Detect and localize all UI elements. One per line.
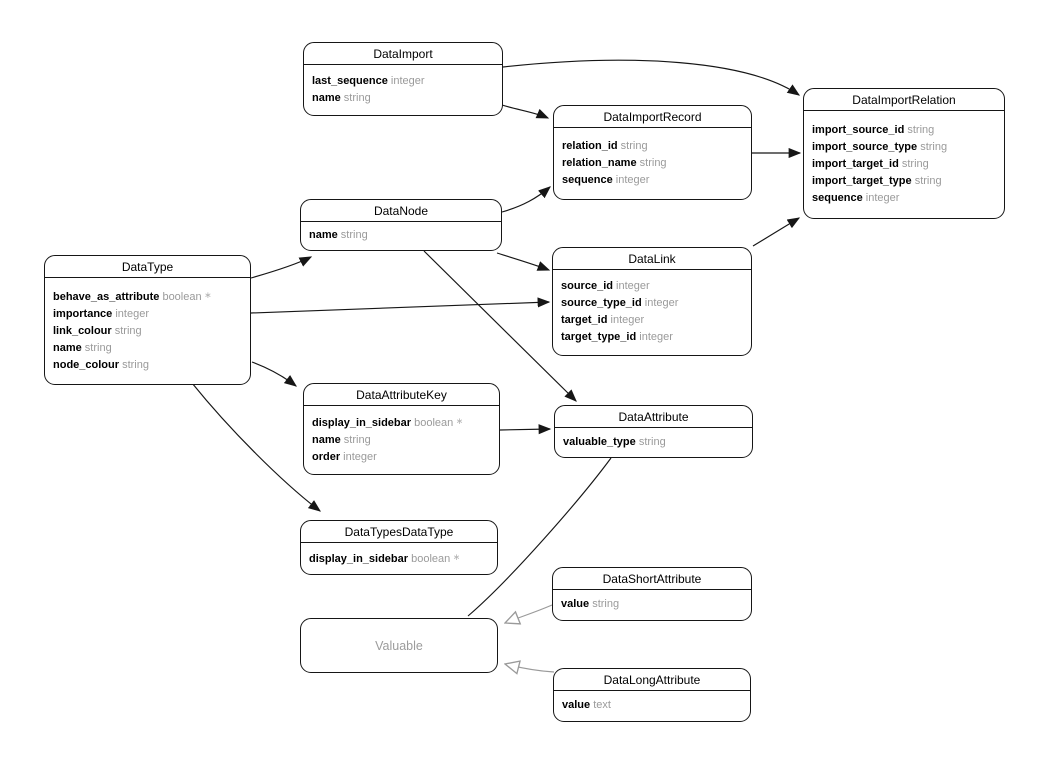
field-sequence: sequence integer: [812, 191, 900, 204]
entity-DataNode: DataNode name string: [300, 199, 502, 251]
field-source_type_id: source_type_id integer: [561, 297, 679, 309]
field-importance: importance integer: [53, 308, 149, 320]
field-import_target_type: import_target_type string: [812, 174, 942, 187]
edge-DataLink-to-DataImportRelation: [752, 217, 801, 247]
field-target_type_id: target_type_id integer: [561, 331, 673, 343]
entity-title-DataNode: DataNode: [301, 200, 501, 222]
entity-DataLink: DataLink source_id integer source_type_id …: [552, 247, 752, 356]
entity-title-DataLink: DataLink: [553, 248, 751, 270]
entity-DataTypesDataType: DataTypesDataType display_in_sidebar bool…: [300, 520, 498, 575]
field-target_id: target_id integer: [561, 314, 645, 326]
entity-fields: display_in_sidebar boolean ∗ name string o…: [304, 406, 499, 474]
edge-DataAttribute-to-Valuable: [467, 457, 612, 617]
entity-title-Valuable: Valuable: [375, 639, 423, 653]
field-import_source_id: import_source_id string: [812, 123, 935, 136]
entity-DataImport: DataImport last_sequence integer name stri…: [303, 42, 503, 116]
field-name: name string: [312, 91, 371, 104]
entity-title-DataAttribute: DataAttribute: [555, 406, 752, 428]
field-sequence: sequence integer: [562, 173, 650, 186]
field-display_in_sidebar: display_in_sidebar boolean ∗: [309, 551, 461, 565]
edge-DataNode-to-DataLink: [496, 252, 551, 271]
edge-DataType-to-DataTypesDataType: [191, 382, 322, 512]
field-value: value text: [562, 699, 611, 711]
field-name: name string: [312, 434, 371, 446]
edge-DataType-to-DataAttributeKey: [251, 361, 298, 387]
entity-fields: display_in_sidebar boolean ∗: [301, 543, 497, 574]
field-node_colour: node_colour string: [53, 359, 149, 371]
entity-title-DataShortAttribute: DataShortAttribute: [553, 568, 751, 590]
entity-fields: value text: [554, 691, 750, 721]
edge-DataImport-to-DataImportRelation: [502, 59, 801, 96]
entity-title-DataLongAttribute: DataLongAttribute: [554, 669, 750, 691]
entity-fields: relation_id string relation_name string se…: [554, 128, 751, 199]
field-value: value string: [561, 598, 620, 610]
field-relation_name: relation_name string: [562, 156, 667, 169]
entity-title-DataImportRecord: DataImportRecord: [554, 106, 751, 128]
edge-DataType-to-DataLink: [250, 297, 551, 314]
field-last_sequence: last_sequence integer: [312, 74, 425, 87]
entity-title-DataImportRelation: DataImportRelation: [804, 89, 1004, 111]
entity-DataType: DataType behave_as_attribute boolean ∗ imp…: [44, 255, 251, 385]
edge-DataNode-to-DataImportRecord: [501, 186, 551, 213]
edge-DataAttributeKey-to-DataAttribute: [499, 424, 552, 435]
entity-DataLongAttribute: DataLongAttribute value text: [553, 668, 751, 722]
entity-fields: behave_as_attribute boolean ∗ importance …: [45, 278, 250, 384]
entity-fields: valuable_type string: [555, 428, 752, 457]
edge-DataLongAttribute-to-Valuable: [505, 664, 555, 672]
field-name: name string: [309, 229, 368, 241]
entity-Valuable: Valuable: [300, 618, 498, 673]
entity-fields: source_id integer source_type_id integer t…: [553, 270, 751, 355]
field-relation_id: relation_id string: [562, 139, 648, 152]
edge-DataImport-to-DataImportRecord: [501, 104, 550, 119]
entity-fields: value string: [553, 590, 751, 620]
entity-title-DataAttributeKey: DataAttributeKey: [304, 384, 499, 406]
entity-title-DataImport: DataImport: [304, 43, 502, 65]
field-valuable_type: valuable_type string: [563, 435, 666, 448]
entity-fields: name string: [301, 222, 501, 250]
entity-fields: last_sequence integer name string: [304, 65, 502, 115]
field-import_source_type: import_source_type string: [812, 140, 948, 153]
field-source_id: source_id integer: [561, 280, 650, 292]
field-behave_as_attribute: behave_as_attribute boolean ∗: [53, 290, 212, 303]
entity-DataAttribute: DataAttribute valuable_type string: [554, 405, 753, 458]
field-display_in_sidebar: display_in_sidebar boolean ∗: [312, 416, 464, 429]
field-import_target_id: import_target_id string: [812, 157, 929, 170]
field-link_colour: link_colour string: [53, 325, 142, 337]
entity-title-DataType: DataType: [45, 256, 250, 278]
entity-fields: import_source_id string import_source_typ…: [804, 111, 1004, 218]
edge-DataNode-to-DataAttribute: [423, 250, 577, 402]
field-name: name string: [53, 342, 112, 354]
field-order: order integer: [312, 451, 377, 463]
edge-DataType-to-DataNode: [250, 256, 313, 279]
entity-DataShortAttribute: DataShortAttribute value string: [552, 567, 752, 621]
edge-DataShortAttribute-to-Valuable: [505, 604, 553, 623]
entity-title-DataTypesDataType: DataTypesDataType: [301, 521, 497, 543]
